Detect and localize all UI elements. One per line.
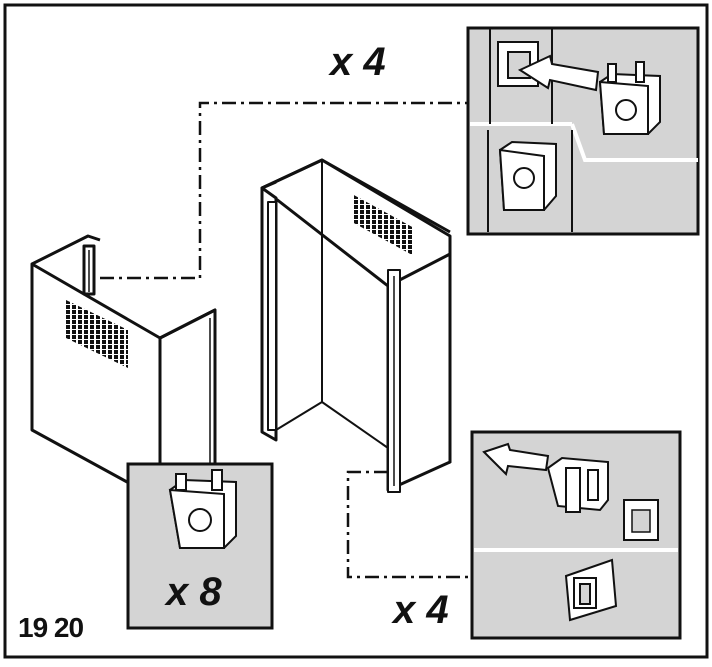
vent-grille-upper [352,194,414,256]
detail-panel-left [126,462,274,630]
chimney-cover-upper [260,158,452,493]
installed-clip-icon [564,558,618,622]
figure-numbers: 19 20 [18,612,84,643]
insertion-arrow-icon [482,442,550,476]
cage-nut-icon [598,61,661,135]
cage-nut-icon [498,140,557,211]
quantity-label-top: x 4 [330,40,386,84]
detail-panel-top [466,26,700,236]
clip-icon [546,456,609,513]
slot-icon [623,499,659,541]
detail-panel-bottom [470,430,682,640]
leader-lines [100,101,470,579]
quantity-label-left: x 8 [166,570,222,614]
quantity-label-bottom: x 4 [393,588,449,632]
vent-grille-lower [66,300,128,368]
leader-line-bottom [346,470,470,579]
cage-nut-icon [168,469,237,549]
insertion-arrow-icon [517,54,600,92]
leader-line-top [100,101,468,280]
